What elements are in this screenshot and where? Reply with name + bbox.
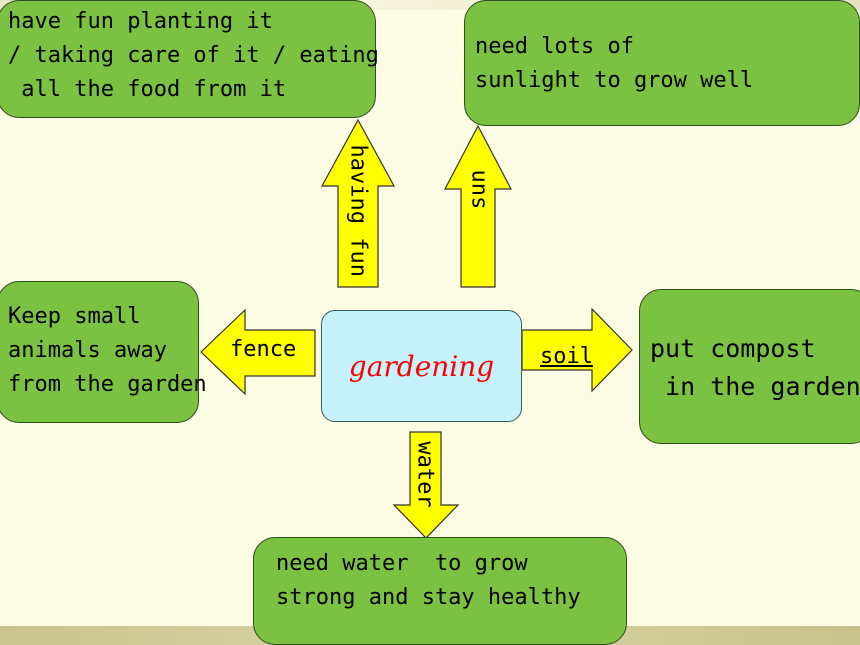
box-soil: put compost in the garden	[639, 289, 860, 444]
box-fence: Keep small animals away from the garden	[0, 281, 207, 423]
arrow-fence	[200, 308, 316, 396]
box-having-fun: have fun planting it / taking care of it…	[0, 0, 379, 118]
arrow-having-fun	[320, 118, 396, 288]
box-sun: need lots of sunlight to grow well	[464, 0, 860, 126]
box-water: need water to grow strong and stay healt…	[253, 537, 627, 645]
center-topic-label: gardening	[348, 349, 495, 383]
arrow-sun	[444, 124, 512, 288]
arrow-label-having-fun: having fun	[345, 144, 371, 277]
arrow-label-soil: soil	[540, 344, 593, 369]
arrow-soil	[521, 307, 633, 393]
arrow-water	[392, 431, 460, 539]
arrow-label-water: water	[412, 441, 438, 508]
arrow-label-fence: fence	[230, 337, 297, 362]
center-topic: gardening	[321, 310, 522, 422]
top-decorative-band	[0, 0, 860, 10]
arrow-label-sun: sun	[465, 169, 491, 210]
